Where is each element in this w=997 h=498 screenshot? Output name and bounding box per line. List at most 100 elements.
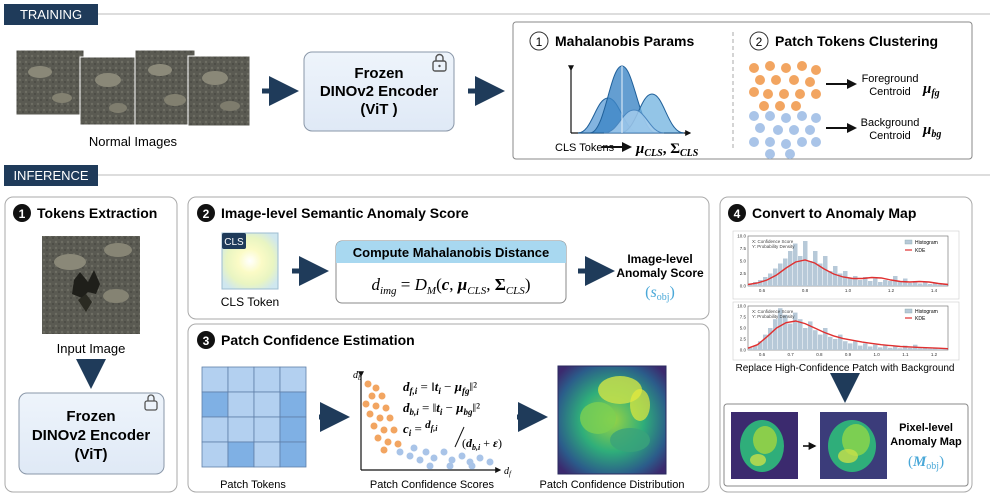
pixel-label-line2: Anomaly Map — [890, 436, 962, 448]
scatter-point — [422, 448, 430, 456]
scatter-point — [384, 438, 392, 446]
scatter-point — [406, 452, 414, 460]
histogram-bar — [773, 268, 778, 286]
cluster-dot — [765, 137, 775, 147]
step3-number: 3 — [203, 334, 210, 348]
histogram-bar — [918, 283, 923, 286]
histogram-bar — [908, 283, 913, 286]
histogram-bar — [808, 261, 813, 286]
cluster-dot — [765, 61, 775, 71]
histogram-bar — [788, 323, 793, 350]
patch-cell — [201, 366, 229, 393]
mu-cls-formula: μCLS, ΣCLS — [635, 141, 699, 159]
input-image-label: Input Image — [57, 341, 126, 356]
cluster-dot — [805, 77, 815, 87]
cluster-dot — [775, 101, 785, 111]
histogram-bar — [893, 346, 898, 350]
histogram-bar — [748, 347, 753, 350]
scatter-point — [374, 434, 382, 442]
training-encoder-line2: DINOv2 Encoder — [320, 83, 439, 100]
cluster-dot — [789, 125, 799, 135]
tokens-title: Tokens Extraction — [37, 205, 157, 221]
histogram-bar — [763, 334, 768, 350]
bg-label-line1: Background — [861, 117, 920, 129]
cluster-dot — [765, 149, 775, 159]
histogram-bar — [883, 280, 888, 286]
histogram-bar — [803, 241, 808, 286]
cluster-dot — [755, 123, 765, 133]
histogram-bar — [863, 343, 868, 350]
inference-encoder-box — [18, 392, 165, 475]
cluster-dot — [811, 137, 821, 147]
axis-df-label: df — [504, 466, 512, 478]
inference-encoder-line2: DINOv2 Encoder — [32, 427, 151, 444]
cluster-dot — [749, 111, 759, 121]
chart1-x-desc: X: Confidence Score — [752, 239, 794, 244]
scatter-point — [430, 454, 438, 462]
d-fi-formula: df,i = ‖ti − μfg‖² — [403, 379, 477, 396]
histogram-bar — [793, 243, 798, 286]
mu-fg-formula: μfg — [922, 81, 940, 99]
inference-section: INFERENCE 1 Tokens Extraction Input Imag… — [4, 165, 990, 493]
histogram-bar — [813, 330, 818, 350]
foreground-cluster — [749, 61, 821, 111]
cluster-dot — [749, 137, 759, 147]
histogram-bar — [758, 280, 763, 286]
background-cluster — [749, 111, 821, 159]
c-i-formula: ci = df,i — [403, 419, 438, 438]
histogram-bar — [768, 328, 773, 350]
patch-tokens-label: Patch Tokens — [220, 479, 286, 491]
patch-cell — [279, 366, 307, 393]
histogram-bar — [938, 349, 943, 350]
histogram-bar — [853, 341, 858, 350]
histogram-bar — [838, 334, 843, 350]
x-tick-label: 0.6 — [759, 288, 766, 293]
histogram-bar — [923, 282, 928, 286]
score-label-line1: Image-level — [627, 252, 692, 266]
histogram-bar — [828, 271, 833, 286]
y-tick-label: 0.0 — [740, 284, 747, 289]
chart2-legend-hist-swatch — [904, 308, 913, 314]
cluster-dot — [785, 149, 795, 159]
histogram-bar — [758, 341, 763, 350]
step4-circle — [728, 204, 746, 222]
histogram-bar — [873, 344, 878, 350]
histogram-bar — [773, 319, 778, 350]
histogram-bar — [898, 348, 903, 350]
cls-badge-text: CLS — [224, 237, 244, 248]
training-encoder-box — [303, 51, 455, 132]
patch-cell — [227, 391, 255, 418]
scatter-point — [440, 448, 448, 456]
scatter-foreground-points — [362, 380, 402, 454]
cluster-dot — [771, 75, 781, 85]
cluster-dot — [779, 89, 789, 99]
patch-cell — [279, 441, 307, 468]
histogram-bar — [783, 314, 788, 350]
histogram-bar — [838, 273, 843, 286]
score-label-line2: Anomaly Score — [616, 266, 704, 280]
c-i-denominator: (db,i + ε) — [462, 436, 502, 452]
scatter-point — [364, 380, 372, 388]
histogram-bar — [753, 345, 758, 350]
cluster-dot — [763, 89, 773, 99]
histogram-bar — [818, 263, 823, 286]
cluster-dot — [811, 65, 821, 75]
lock-icon — [432, 53, 447, 72]
histogram-bar — [858, 280, 863, 286]
confidence-scatter-plot — [358, 371, 502, 473]
histogram-bar — [798, 319, 803, 350]
chart1-y-desc: Y: Probability Density — [752, 244, 795, 249]
scatter-point — [372, 384, 380, 392]
histogram-bar — [798, 256, 803, 286]
confidence-heatmap — [557, 365, 667, 475]
chart2-y-desc: Y: Probability Density — [752, 314, 795, 319]
scatter-point — [486, 458, 494, 466]
histogram-bar — [778, 263, 783, 286]
histogram-bar — [938, 284, 943, 286]
cluster-dot — [805, 125, 815, 135]
histogram-bar — [888, 347, 893, 350]
fg-label-line1: Foreground — [862, 73, 919, 85]
inference-encoder-line3: (ViT) — [74, 446, 107, 463]
